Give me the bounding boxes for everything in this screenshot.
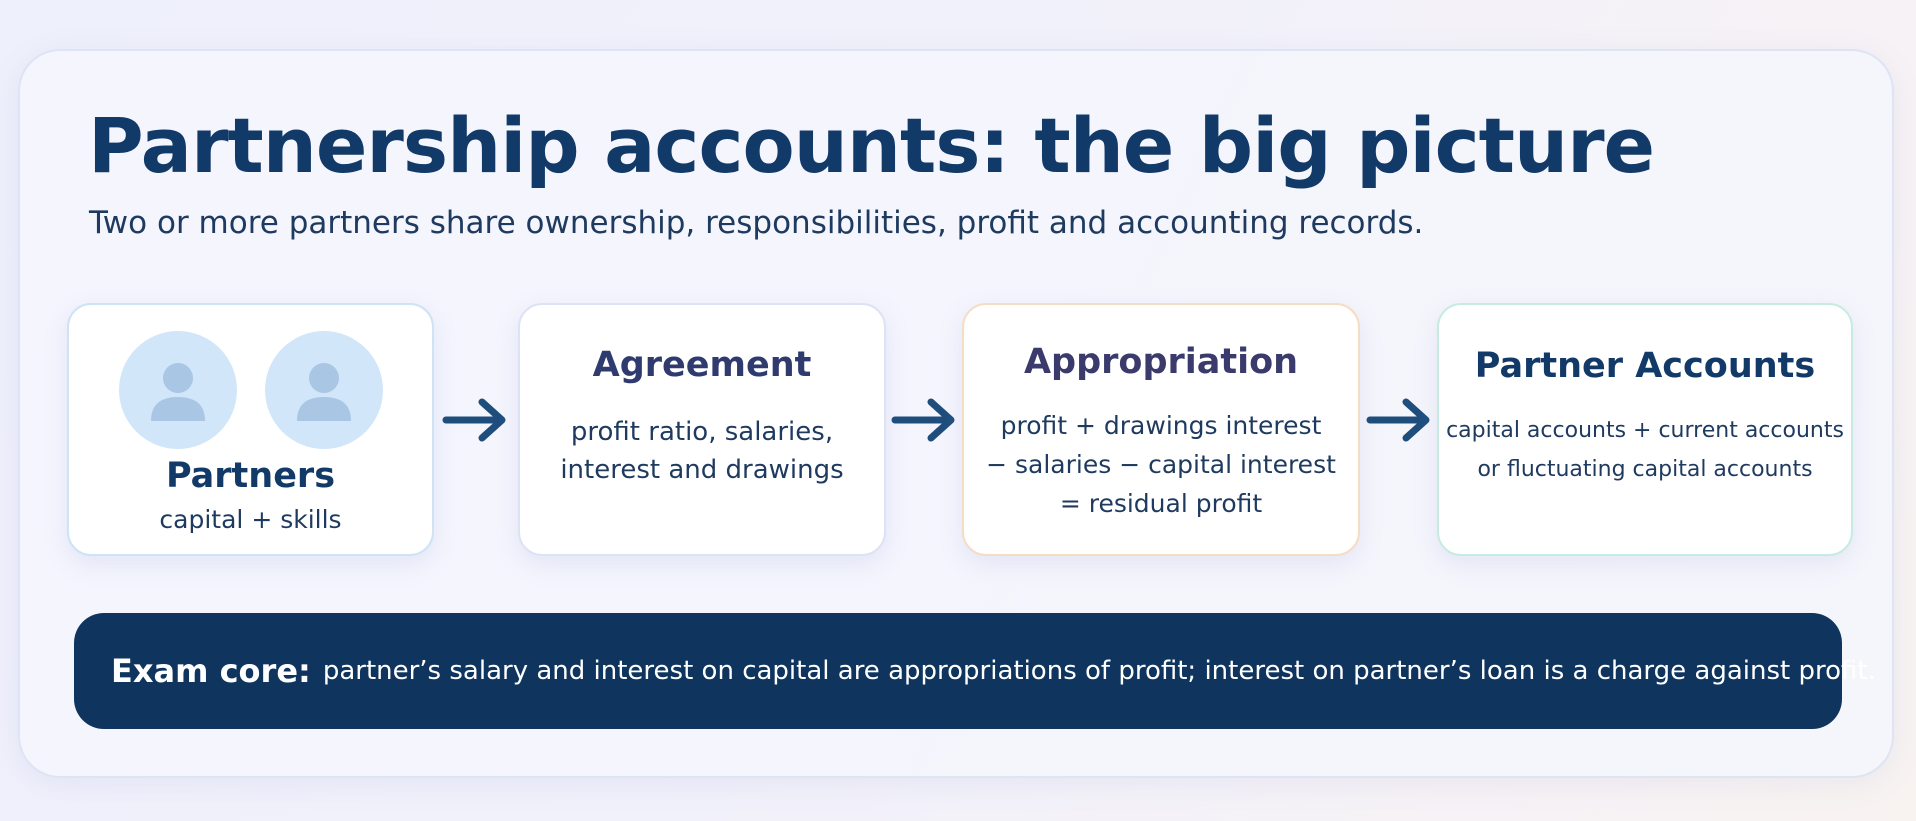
arrow-right-icon [442, 392, 512, 448]
page-title: Partnership accounts: the big picture [88, 101, 1655, 190]
arrow-right-icon [1366, 392, 1436, 448]
person-icon [265, 331, 383, 449]
appropriation-line: − salaries − capital interest [986, 450, 1336, 479]
exam-core-label: Exam core: [111, 652, 311, 690]
agreement-title: Agreement [592, 345, 812, 385]
agreement-line: profit ratio, salaries, [570, 417, 834, 447]
appropriation-line: = residual profit [1059, 489, 1263, 518]
agreement-box: Agreement profit ratio, salaries, intere… [518, 303, 886, 556]
partners-description: capital + skills [159, 505, 342, 534]
appropriation-title: Appropriation [1023, 342, 1299, 382]
partner-accounts-line: or fluctuating capital accounts [1477, 457, 1813, 482]
person-icon [119, 331, 237, 449]
partner-accounts-line: capital accounts + current accounts [1446, 418, 1844, 443]
partner-accounts-box: Partner Accounts capital accounts + curr… [1437, 303, 1853, 556]
partners-box: Partners capital + skills [67, 303, 434, 556]
appropriation-line: profit + drawings interest [1000, 411, 1322, 440]
exam-core-banner: Exam core: partner’s salary and interest… [74, 613, 1876, 729]
arrow-right-icon [891, 392, 961, 448]
partners-title: Partners [165, 456, 336, 496]
appropriation-box: Appropriation profit + drawings interest… [962, 303, 1360, 556]
agreement-line: interest and drawings [560, 455, 844, 485]
partner-accounts-title: Partner Accounts [1474, 346, 1816, 386]
exam-core-text: partner’s salary and interest on capital… [322, 656, 1876, 686]
page-subtitle: Two or more partners share ownership, re… [89, 205, 1424, 241]
